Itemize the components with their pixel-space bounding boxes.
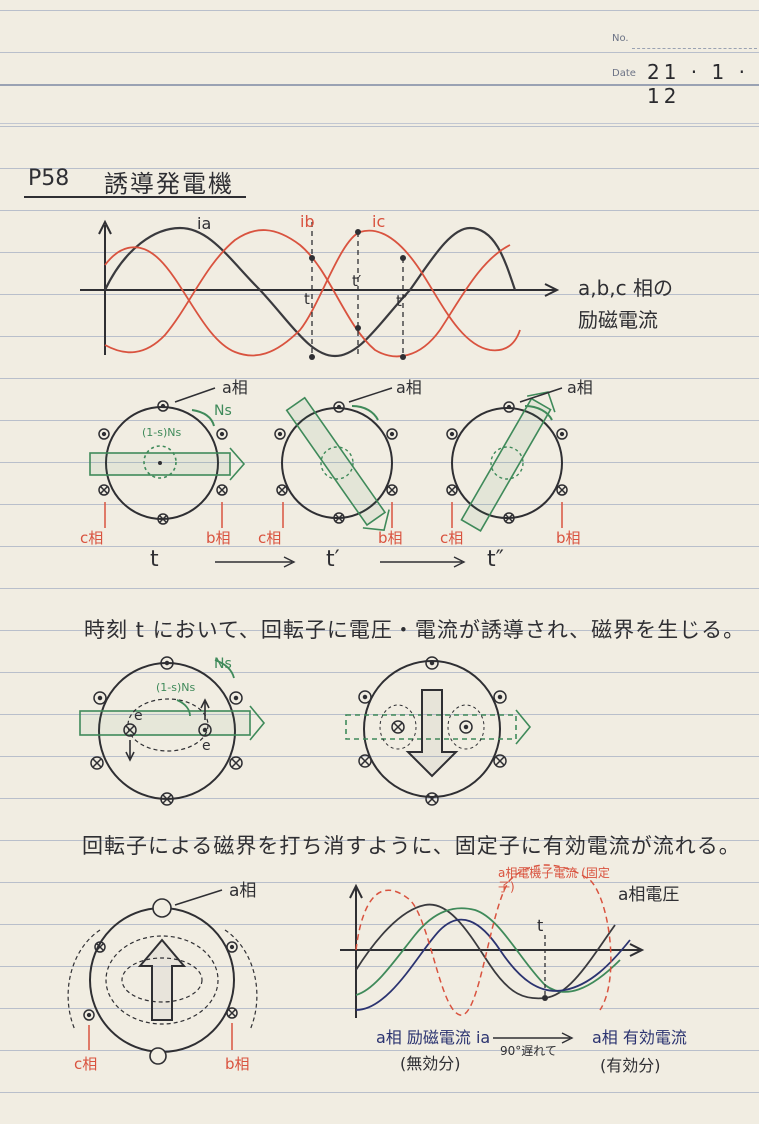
mark-t1: t′ [352, 272, 362, 290]
sentence-1: 時刻 t において、回転子に電圧・電流が誘導され、磁界を生じる。 [84, 618, 746, 642]
slots-t [98, 400, 228, 525]
ns-arrow-t [191, 409, 215, 427]
rotor3-phase-c: c相 [440, 529, 464, 547]
excite-sub: (無効分) [400, 1054, 461, 1073]
excite-label: a相 励磁電流 ia [376, 1028, 491, 1047]
rotor1-slip: (1-s)Ns [142, 426, 182, 439]
rule [0, 123, 759, 124]
slots-t2 [446, 401, 568, 524]
rotor1-phase-b: b相 [206, 529, 231, 547]
wave-label-voltage: a相電圧 [618, 885, 680, 905]
date-value: 21 · 1 · 12 [647, 60, 749, 108]
time-t2: t″ [487, 547, 504, 572]
no-underline [632, 48, 757, 49]
graph1-caption-1: a,b,c 相の [578, 276, 674, 300]
active-label: a相 有効電流 [592, 1028, 687, 1047]
time-t: t [150, 547, 159, 572]
final-phase-a: a相 [229, 881, 257, 901]
curve-ia [104, 226, 517, 358]
slots-t1 [274, 401, 398, 524]
no-label: No. [612, 33, 629, 44]
rotor2-phase-a: a相 [396, 378, 422, 397]
active-sub: (有効分) [600, 1056, 661, 1075]
wave-time-mark: t [537, 916, 544, 935]
induce-e-right: e [202, 738, 211, 754]
mark-t: t [304, 290, 310, 308]
rotor2-phase-c: c相 [258, 529, 282, 547]
time-t1: t′ [326, 547, 340, 572]
rotor2-phase-b: b相 [378, 529, 403, 547]
rotor1-phase-a: a相 [222, 378, 248, 397]
delay-label: 90°遅れて [500, 1044, 557, 1058]
page-title: 誘導発電機 [104, 170, 234, 198]
title-underline [24, 196, 246, 198]
induce-e-left: e [134, 708, 143, 724]
rotor3-phase-a: a相 [567, 378, 593, 397]
rotor1-ns: Ns [214, 403, 232, 419]
curve-ic [104, 229, 521, 357]
induce-ns: Ns [214, 656, 232, 672]
graph1-caption-2: 励磁電流 [578, 308, 658, 332]
rotor-t1 [281, 407, 393, 519]
sentence-2: 回転子による磁界を打ち消すように、固定子に有効電流が流れる。 [82, 834, 741, 858]
wave-label-red: a相電機子電流 (固定子) [498, 866, 610, 894]
label-ib: ib [300, 212, 315, 231]
label-ic: ic [372, 212, 386, 231]
label-ia: ia [197, 214, 212, 233]
final-phase-c: c相 [74, 1055, 98, 1073]
page-ref: P58 [28, 166, 70, 191]
rotor1-phase-c: c相 [80, 529, 104, 547]
final-phase-b: b相 [225, 1055, 250, 1073]
field-arrow-t1 [285, 396, 390, 532]
rotor-t2 [451, 407, 563, 519]
rotor3-phase-b: b相 [556, 529, 581, 547]
curve-ib [104, 229, 511, 358]
header-rule [0, 84, 759, 86]
mark-t2: t″ [396, 292, 408, 310]
date-label: Date [612, 68, 636, 79]
induce-slip: (1-s)Ns [156, 681, 196, 694]
